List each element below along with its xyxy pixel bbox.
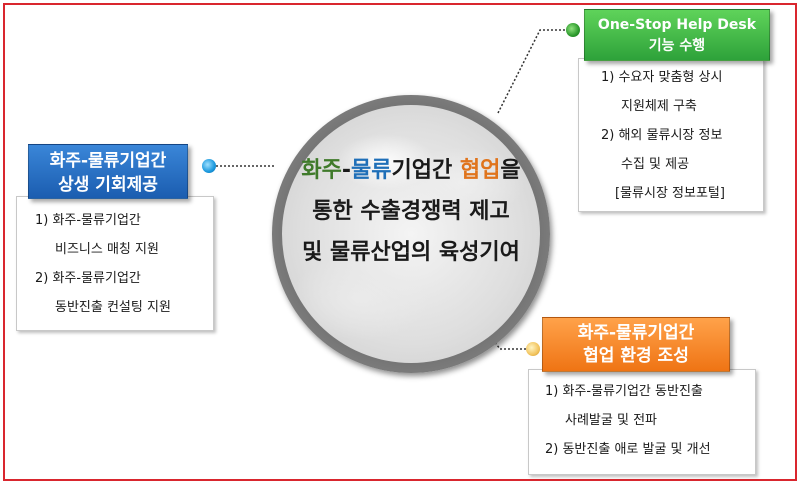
- left-header: 화주-물류기업간 상생 기회제공: [28, 144, 188, 199]
- center-hyphen: -: [341, 158, 351, 183]
- bottom-item-3: 2) 동반진출 애로 발굴 및 개선: [545, 442, 711, 457]
- center-statement: 화주-물류기업간 협업을 통한 수출경쟁력 제고 및 물류산업의 육성기여: [282, 150, 540, 273]
- center-word-particle: 을: [500, 158, 521, 183]
- top-header-line-2: 기능 수행: [648, 38, 706, 54]
- center-line-3: 및 물류산업의 육성기여: [302, 240, 520, 265]
- top-item-4: 수집 및 제공: [621, 157, 690, 172]
- bottom-header-line-1: 화주-물류기업간: [577, 323, 695, 343]
- bottom-item-1: 1) 화주-물류기업간 동반진출: [545, 384, 703, 399]
- bottom-header-line-2: 협업 환경 조성: [583, 346, 689, 366]
- connector-top: [497, 29, 566, 114]
- top-header: One-Stop Help Desk 기능 수행: [584, 9, 770, 61]
- left-detail-box: 1) 화주-물류기업간 비즈니스 매칭 지원 2) 화주-물류기업간 동반진출 …: [16, 196, 214, 331]
- bottom-item-2: 사례발굴 및 전파: [565, 413, 657, 428]
- left-header-line-1: 화주-물류기업간: [49, 151, 167, 171]
- bottom-header: 화주-물류기업간 협업 환경 조성: [542, 317, 730, 372]
- bottom-detail-box: 1) 화주-물류기업간 동반진출 사례발굴 및 전파 2) 동반진출 애로 발굴…: [528, 369, 756, 475]
- center-word-logistics: 물류: [351, 158, 392, 183]
- center-word-between: 기업간: [391, 158, 460, 183]
- top-item-5: [물류시장 정보포털]: [615, 186, 725, 201]
- top-item-3: 2) 해외 물류시장 정보: [601, 128, 723, 143]
- connector-bottom: [487, 332, 526, 350]
- center-word-collaboration: 협업: [459, 158, 501, 183]
- center-line-2: 통한 수출경쟁력 제고: [312, 199, 510, 224]
- left-item-3: 2) 화주-물류기업간: [35, 271, 141, 286]
- bottom-connector-dot: [526, 342, 540, 356]
- top-item-2: 지원체제 구축: [621, 99, 697, 114]
- top-item-1: 1) 수요자 맞춤형 상시: [601, 70, 723, 85]
- center-line-1: 화주-물류기업간 협업을: [282, 150, 540, 191]
- center-circle: [282, 105, 540, 363]
- center-word-shipper: 화주: [301, 158, 342, 183]
- top-header-line-1: One-Stop Help Desk: [597, 17, 757, 33]
- left-item-2: 비즈니스 매칭 지원: [55, 242, 159, 257]
- left-item-4: 동반진출 컨설팅 지원: [55, 300, 171, 315]
- left-connector-dot: [202, 159, 216, 173]
- top-detail-box: 1) 수요자 맞춤형 상시 지원체제 구축 2) 해외 물류시장 정보 수집 및…: [578, 58, 764, 212]
- left-item-1: 1) 화주-물류기업간: [35, 213, 141, 228]
- top-connector-dot: [566, 23, 580, 37]
- left-header-line-2: 상생 기회제공: [58, 175, 158, 195]
